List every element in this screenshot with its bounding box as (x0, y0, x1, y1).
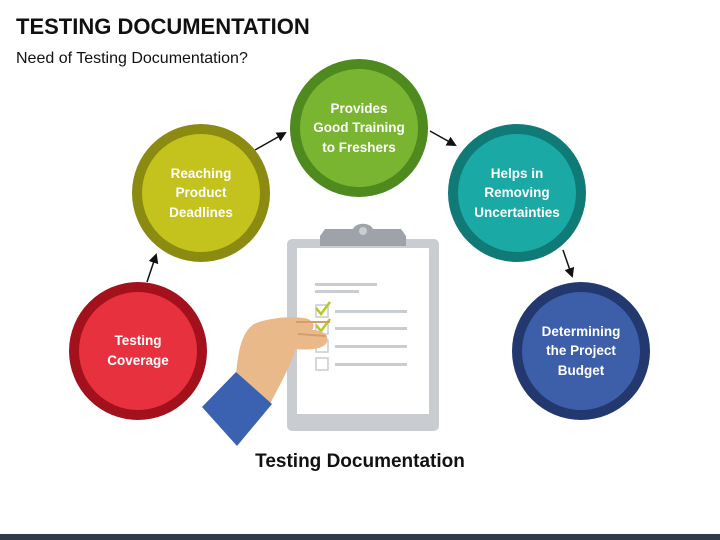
checkmark-icon (315, 301, 331, 317)
bottom-bar (0, 534, 720, 540)
step-circle-4 (448, 124, 586, 262)
step-label-reaching-deadlines: Reaching Product Deadlines (169, 165, 233, 220)
step-circle-5 (512, 282, 650, 420)
step-circle-3 (290, 59, 428, 197)
step-label-good-training: Provides Good Training to Freshers (313, 100, 405, 155)
slide-title: TESTING DOCUMENTATION (16, 14, 310, 39)
connector-arrow-4 (562, 249, 575, 278)
step-label-removing-uncertainties: Helps in Removing Uncertainties (474, 165, 560, 220)
step-circle-2 (132, 124, 270, 262)
slide-subtitle: Need of Testing Documentation? (16, 50, 248, 67)
connector-arrow-1 (146, 253, 159, 283)
diagram-caption: Testing Documentation (255, 451, 465, 472)
step-label-testing-coverage: Testing Coverage (107, 333, 169, 368)
connector-arrow-2 (254, 132, 287, 151)
sleeve (202, 372, 272, 446)
step-circle-1 (69, 282, 207, 420)
step-label-project-budget: Determining the Project Budget (541, 323, 621, 378)
connector-arrow-3 (429, 130, 457, 146)
hand-illustration (202, 317, 330, 446)
clipboard-illustration (287, 223, 439, 431)
